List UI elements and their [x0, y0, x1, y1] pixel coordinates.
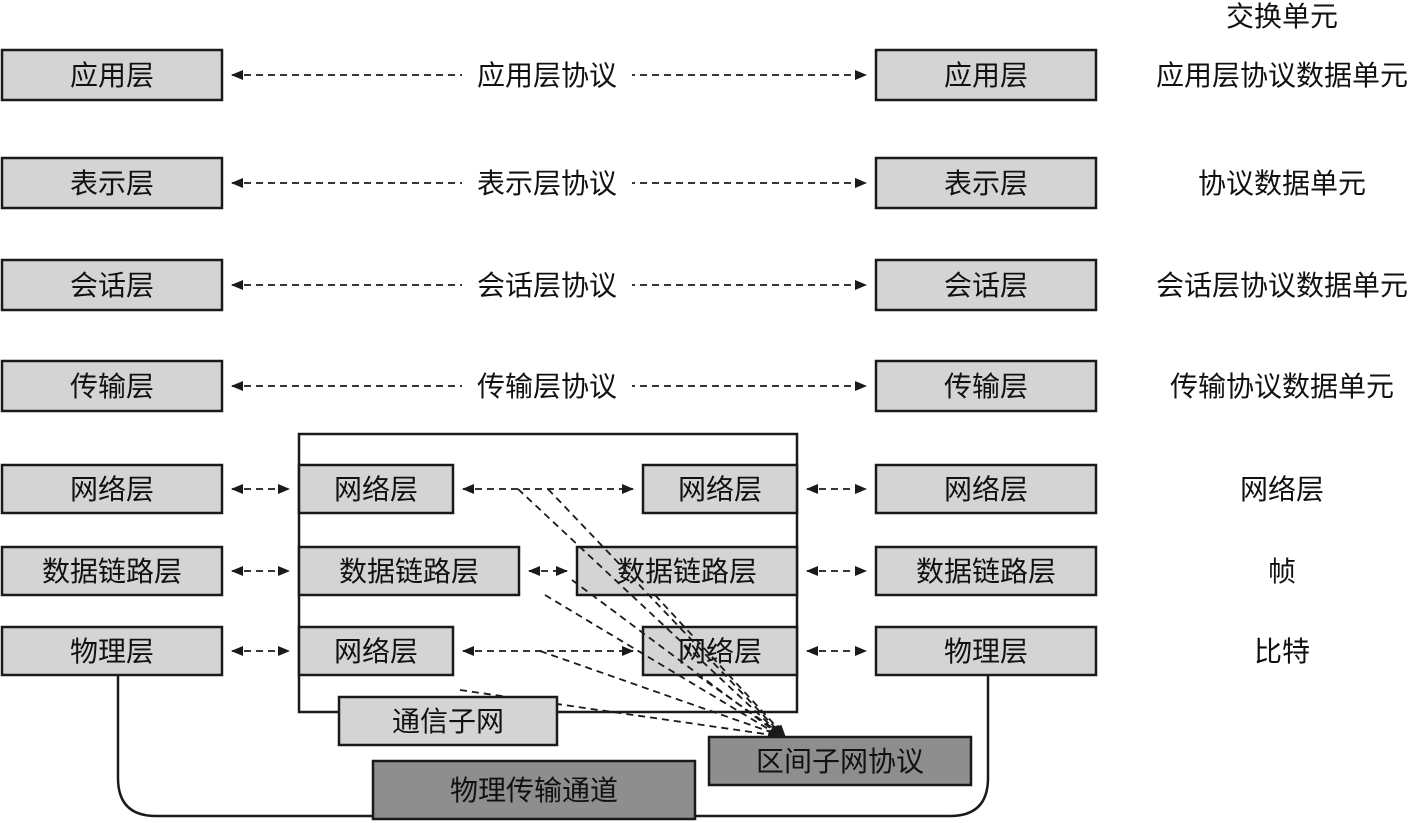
subnet-a-lower-box: [297, 625, 455, 677]
host-a-presentation-label: 表示层: [70, 167, 154, 200]
transport-protocol-label: 传输层协议: [477, 370, 617, 403]
host-subnet-arrows: [231, 484, 867, 656]
subnet-a-network-label: 网络层: [334, 473, 418, 506]
host-a-datalink-box: [0, 545, 224, 597]
transport-unit-label: 传输协议数据单元: [1170, 370, 1394, 403]
host-b-presentation-box: [874, 156, 1098, 210]
layer-presentation: 表示层 表示层协议 表示层 协议数据单元: [0, 156, 1366, 210]
physical-channel-label: 物理传输通道: [450, 774, 618, 807]
host-a-network-label: 网络层: [70, 473, 154, 506]
host-a-datalink-label: 数据链路层: [42, 555, 182, 588]
host-a-lower-stack: 网络层 数据链路层 物理层: [0, 463, 224, 677]
host-b-physical-label: 物理层: [944, 635, 1028, 668]
host-b-transport-box: [874, 359, 1098, 413]
host-a-physical-label: 物理层: [70, 635, 154, 668]
physical-channel-box: [371, 759, 697, 821]
host-a-transport-box: [0, 359, 224, 413]
layer-application: 应用层 应用层协议 应用层 应用层协议数据单元: [0, 48, 1408, 102]
layer-session: 会话层 会话层协议 会话层 会话层协议数据单元: [0, 258, 1408, 312]
session-protocol-label: 会话层协议: [477, 269, 617, 302]
host-b-session-box: [874, 258, 1098, 312]
host-b-datalink-box: [874, 545, 1098, 597]
subnet-b-lower-box: [641, 625, 799, 677]
subnet-protocol-box: [707, 735, 973, 787]
subnet-b-network-label: 网络层: [678, 473, 762, 506]
communication-subnet-label-box: [337, 695, 559, 747]
unit-column-title: 交换单元: [1226, 0, 1338, 33]
host-a-physical-box: [0, 625, 224, 677]
subnet-b-network-box: [641, 463, 799, 515]
subnet-node-b: 网络层 数据链路层 网络层: [575, 463, 799, 677]
physical-unit-label: 比特: [1254, 635, 1310, 668]
session-unit-label: 会话层协议数据单元: [1156, 269, 1408, 302]
host-b-transport-label: 传输层: [944, 370, 1028, 403]
host-b-session-label: 会话层: [944, 269, 1028, 302]
layer-transport: 传输层 传输层协议 传输层 传输协议数据单元: [0, 359, 1394, 413]
host-a-transport-label: 传输层: [70, 370, 154, 403]
communication-subnet-label: 通信子网: [392, 705, 504, 738]
subnet-protocol-label: 区间子网协议: [756, 745, 924, 778]
application-unit-label: 应用层协议数据单元: [1156, 59, 1408, 92]
subnet-a-lower-label: 网络层: [334, 635, 418, 668]
host-a-presentation-box: [0, 156, 224, 210]
host-a-application-label: 应用层: [70, 59, 154, 92]
host-b-lower-stack: 网络层 数据链路层 物理层: [874, 463, 1098, 677]
datalink-unit-label: 帧: [1268, 555, 1296, 588]
host-a-session-box: [0, 258, 224, 312]
host-b-application-label: 应用层: [944, 59, 1028, 92]
host-b-physical-box: [874, 625, 1098, 677]
subnet-a-network-box: [297, 463, 455, 515]
subnet-b-datalink-label: 数据链路层: [617, 555, 757, 588]
host-b-application-box: [874, 48, 1098, 102]
subnet-node-a: 网络层 数据链路层 网络层: [297, 463, 521, 677]
subnet-b-datalink-box: [575, 545, 799, 597]
host-b-datalink-label: 数据链路层: [916, 555, 1056, 588]
host-a-application-box: [0, 48, 224, 102]
host-b-network-label: 网络层: [944, 473, 1028, 506]
host-a-session-label: 会话层: [70, 269, 154, 302]
subnet-a-datalink-label: 数据链路层: [339, 555, 479, 588]
presentation-protocol-label: 表示层协议: [477, 167, 617, 200]
application-protocol-label: 应用层协议: [477, 59, 617, 92]
host-b-network-box: [874, 463, 1098, 515]
subnet-a-datalink-box: [297, 545, 521, 597]
host-a-network-box: [0, 463, 224, 515]
network-unit-label: 网络层: [1240, 473, 1324, 506]
presentation-unit-label: 协议数据单元: [1198, 167, 1366, 200]
host-b-presentation-label: 表示层: [944, 167, 1028, 200]
